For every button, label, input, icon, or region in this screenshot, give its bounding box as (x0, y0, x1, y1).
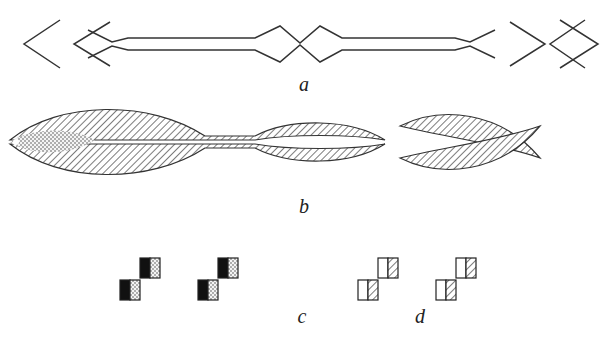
figure-letter: a (299, 74, 309, 94)
figure-letter: b (299, 196, 309, 216)
figure-letter: c (298, 306, 307, 326)
outline-chromatids (24, 20, 598, 68)
figure-letter: d (415, 306, 425, 326)
black-stippled-squares (120, 258, 238, 300)
white-hatched-squares (358, 258, 476, 300)
hatched-chromatids (10, 109, 540, 174)
